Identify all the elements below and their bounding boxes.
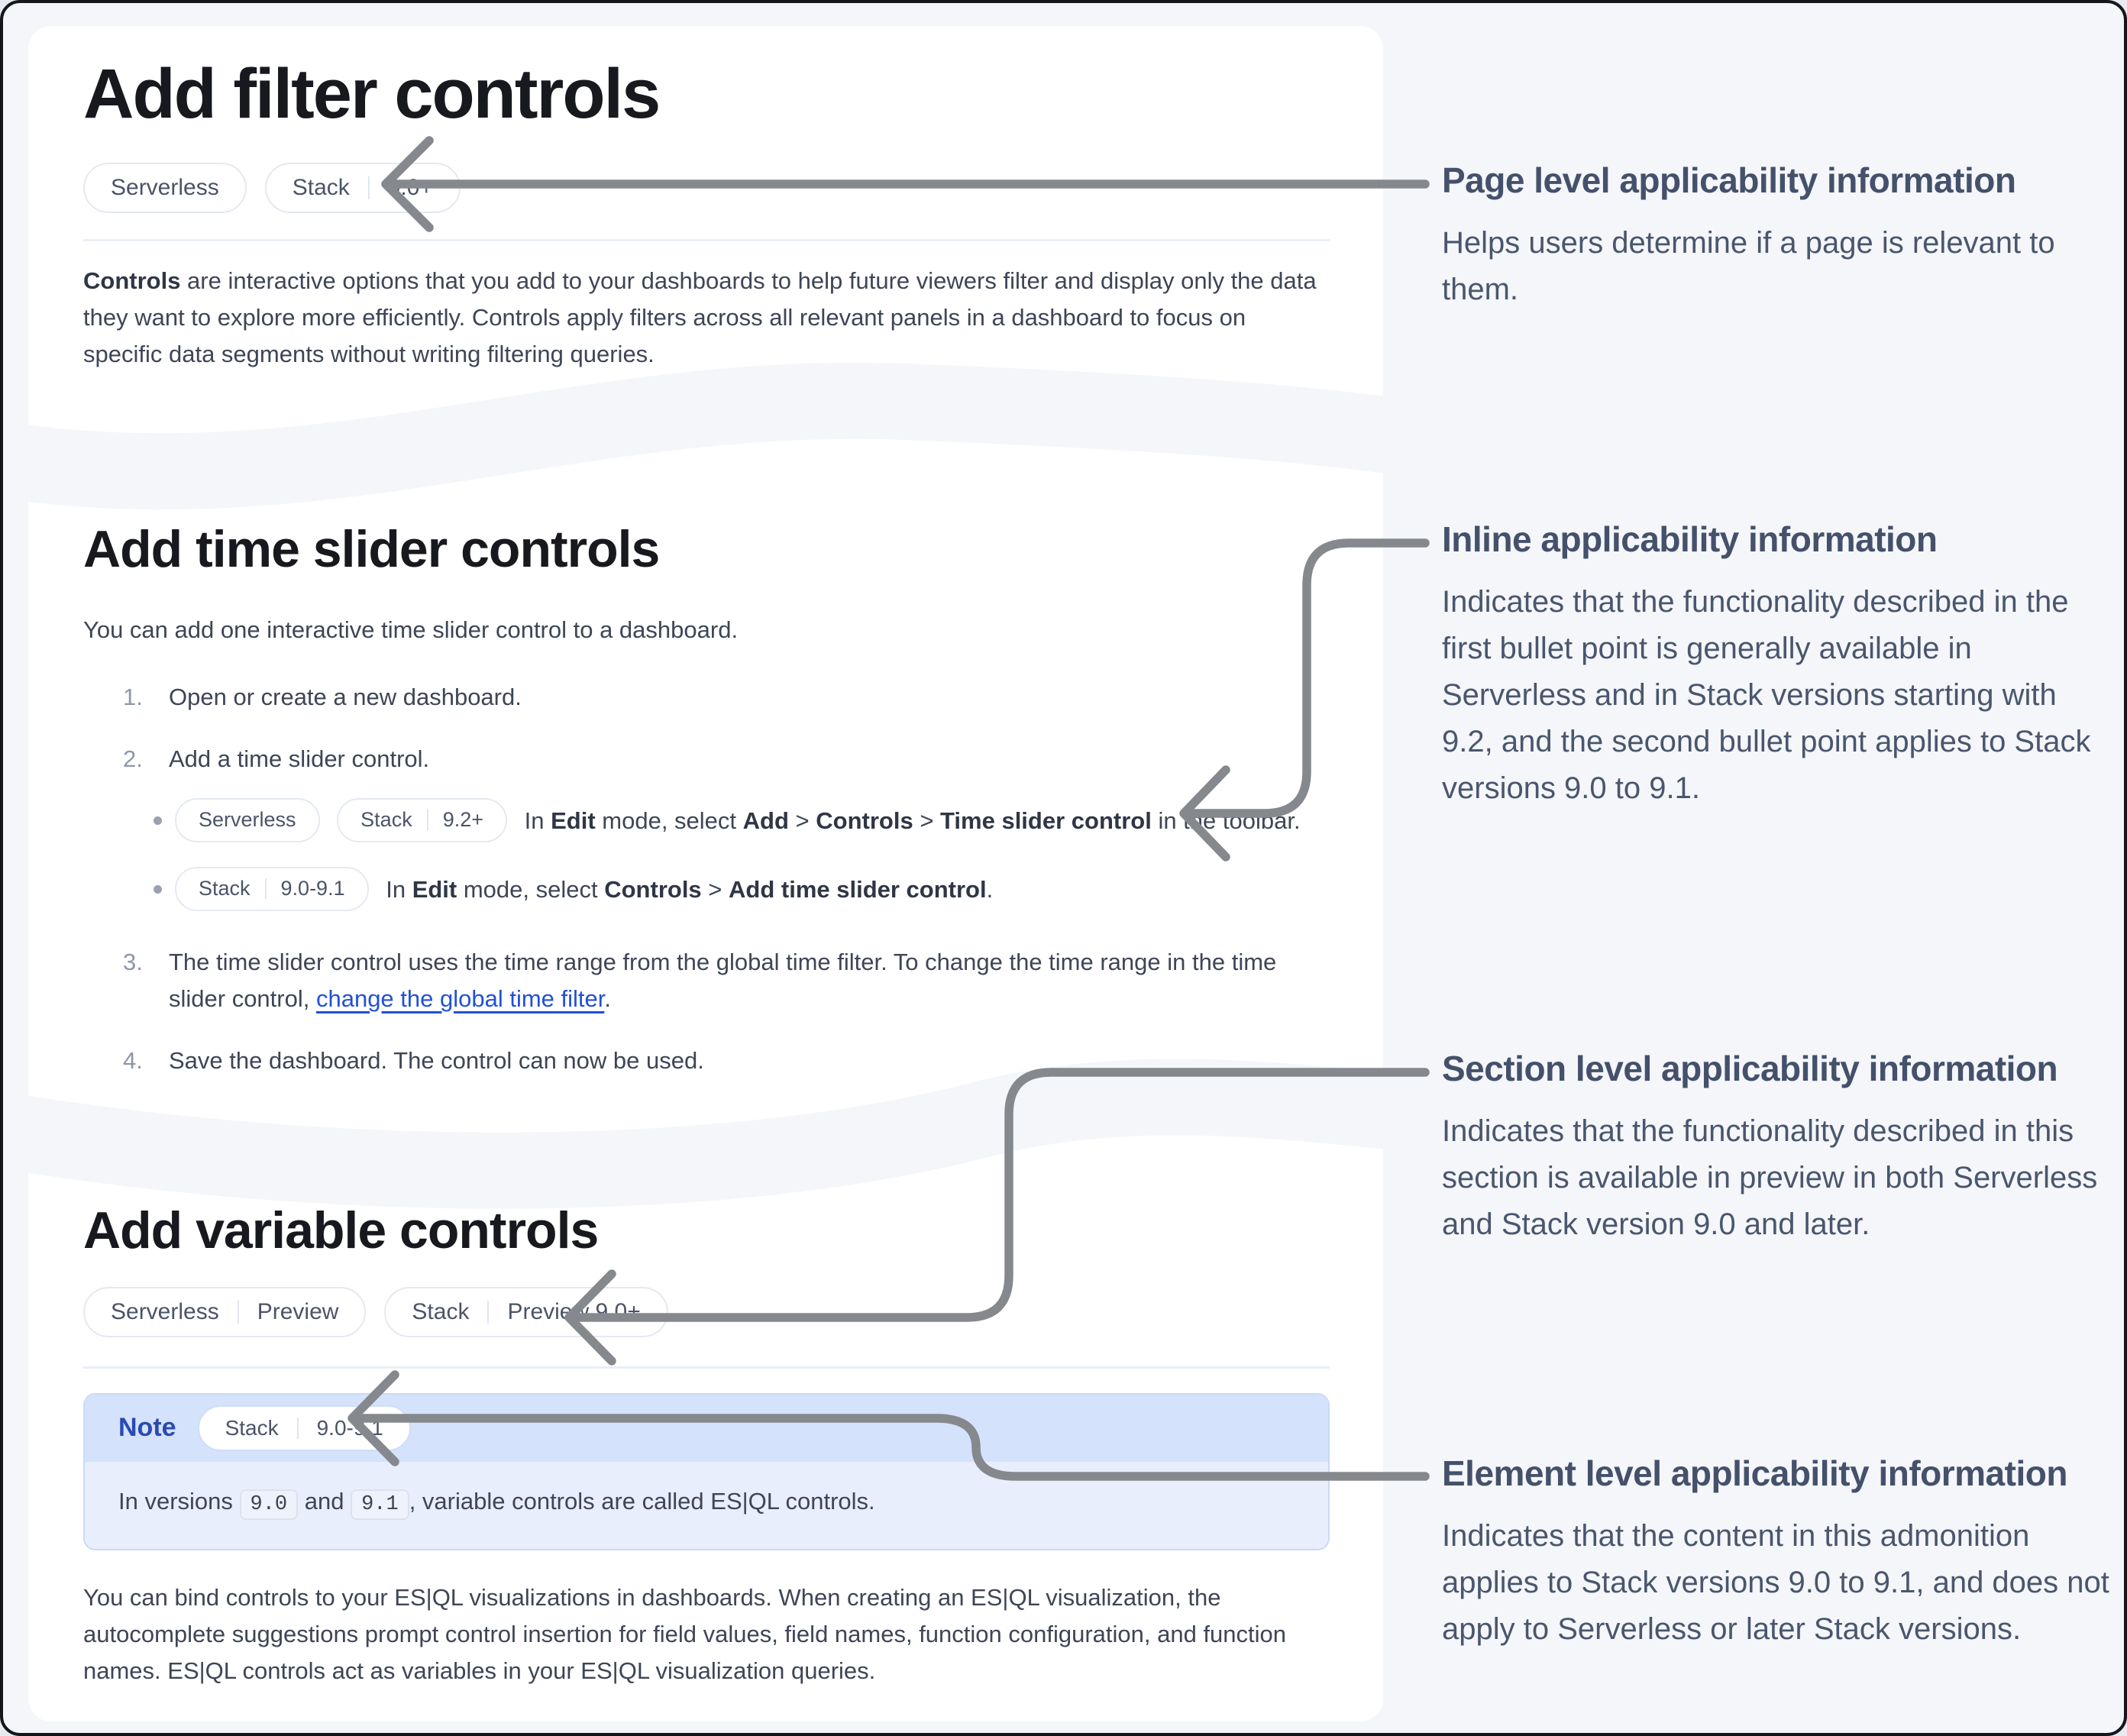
step-2: Add a time slider control. Serverless St… bbox=[83, 741, 1330, 913]
page-applicability-badges: Serverless Stack 9.0+ bbox=[83, 163, 1330, 214]
annotation-element-level-title: Element level applicability information bbox=[1442, 1453, 2067, 1493]
badge-serverless-label: Serverless bbox=[111, 175, 219, 201]
inline-badge-stack-9091-version: 9.0-9.1 bbox=[264, 878, 360, 900]
annotation-element-level-body: Indicates that the content in this admon… bbox=[1442, 1519, 2109, 1646]
step-1: Open or create a new dashboard. bbox=[83, 679, 1330, 716]
annotation-section-level-body: Indicates that the functionality describ… bbox=[1442, 1114, 2098, 1241]
page-title: Add filter controls bbox=[83, 55, 661, 133]
badge-serverless-preview[interactable]: Serverless Preview bbox=[83, 1286, 367, 1337]
step-1-text: Open or create a new dashboard. bbox=[169, 683, 522, 710]
badge-serverless-preview-state: Preview bbox=[237, 1300, 357, 1324]
annotation-inline-level: Inline applicability information Indicat… bbox=[1442, 518, 2114, 812]
badge-stack-label: Stack bbox=[292, 175, 350, 201]
section-add-variable-controls: Add variable controls Serverless Preview… bbox=[83, 1202, 1330, 1689]
version-code-90: 9.0 bbox=[239, 1489, 299, 1520]
add-menu-term: Add bbox=[742, 807, 789, 834]
inline-badge-stack-9091-label: Stack bbox=[199, 877, 251, 900]
note-body-text: In versions bbox=[118, 1487, 240, 1515]
step-3-text: The time slider control uses the time ra… bbox=[169, 948, 1277, 1012]
section-title-time-slider: Add time slider controls bbox=[83, 520, 660, 578]
step-2-text: Add a time slider control. bbox=[169, 745, 430, 772]
change-global-time-filter-link[interactable]: change the global time filter bbox=[315, 984, 605, 1012]
note-admonition: Note Stack 9.0-9.1 In versions 9.0 and 9… bbox=[83, 1392, 1330, 1550]
section-add-time-slider-controls: Add time slider controls You can add one… bbox=[83, 521, 1330, 1104]
badge-stack[interactable]: Stack 9.0+ bbox=[264, 163, 461, 214]
sub-bullet-serverless-stack-92: Serverless Stack 9.2+ In Edit mode, sele… bbox=[154, 797, 1330, 845]
note-badge-stack[interactable]: Stack 9.0-9.1 bbox=[197, 1405, 411, 1451]
step-2-sub-bullets: Serverless Stack 9.2+ In Edit mode, sele… bbox=[154, 797, 1330, 913]
step-3: The time slider control uses the time ra… bbox=[123, 944, 1277, 1012]
edit-mode-term: Edit bbox=[551, 807, 596, 834]
note-admonition-body: In versions 9.0 and 9.1, variable contro… bbox=[85, 1461, 1328, 1549]
annotation-page-level-body: Helps users determine if a page is relev… bbox=[1442, 226, 2055, 306]
time-slider-control-term: Time slider control bbox=[940, 807, 1152, 834]
section-title-variable-controls: Add variable controls bbox=[83, 1201, 599, 1259]
intro-paragraph: Controls are interactive options that yo… bbox=[83, 263, 1330, 373]
section-divider bbox=[83, 239, 1330, 242]
note-badge-stack-label: Stack bbox=[225, 1415, 279, 1440]
badge-serverless[interactable]: Serverless bbox=[83, 163, 247, 214]
annotation-page-level: Page level applicability information Hel… bbox=[1442, 159, 2114, 313]
step-4: Save the dashboard. The control can now … bbox=[83, 1043, 1330, 1079]
badge-stack-preview-label: Stack bbox=[412, 1298, 470, 1324]
sub-bullet-1-text: In bbox=[524, 807, 551, 834]
step-4-text: Save the dashboard. The control can now … bbox=[169, 1046, 704, 1074]
annotation-page-level-title: Page level applicability information bbox=[1442, 160, 2016, 200]
badge-serverless-preview-label: Serverless bbox=[111, 1298, 219, 1324]
controls-term: Controls bbox=[83, 267, 181, 295]
note-admonition-header: Note Stack 9.0-9.1 bbox=[85, 1394, 1328, 1462]
version-code-91: 9.1 bbox=[351, 1489, 409, 1520]
inline-badge-stack-92[interactable]: Stack 9.2+ bbox=[337, 797, 508, 842]
annotation-inline-level-body: Indicates that the functionality describ… bbox=[1442, 585, 2091, 805]
doc-content-card: Add filter controls Serverless Stack 9.0… bbox=[28, 26, 1383, 1721]
annotation-section-level-title: Section level applicability information bbox=[1442, 1049, 2058, 1088]
inline-badge-stack-9091[interactable]: Stack 9.0-9.1 bbox=[175, 866, 369, 911]
time-slider-steps: Open or create a new dashboard. Add a ti… bbox=[83, 679, 1330, 1079]
inline-badge-serverless[interactable]: Serverless bbox=[175, 797, 320, 842]
variable-controls-paragraph: You can bind controls to your ES|QL visu… bbox=[83, 1583, 1287, 1684]
annotation-element-level: Element level applicability information … bbox=[1442, 1452, 2114, 1653]
inline-badge-stack-label: Stack bbox=[360, 808, 412, 832]
section-add-filter-controls: Add filter controls Serverless Stack 9.0… bbox=[83, 55, 1330, 373]
inline-badge-stack-version: 9.2+ bbox=[426, 810, 498, 831]
sub-bullet-stack-90-91: Stack 9.0-9.1 In Edit mode, select Contr… bbox=[154, 866, 1330, 913]
time-slider-intro: You can add one interactive time slider … bbox=[83, 616, 739, 643]
badge-stack-preview-version: Preview 9.0+ bbox=[487, 1300, 658, 1324]
sub-bullet-2-text: In bbox=[386, 875, 412, 903]
inline-badge-serverless-label: Serverless bbox=[199, 808, 296, 832]
intro-paragraph-text: are interactive options that you add to … bbox=[83, 267, 1317, 368]
badge-stack-preview[interactable]: Stack Preview 9.0+ bbox=[384, 1286, 668, 1337]
section-applicability-badges: Serverless Preview Stack Preview 9.0+ bbox=[83, 1286, 1330, 1337]
annotation-section-level: Section level applicability information … bbox=[1442, 1047, 2114, 1248]
annotation-inline-level-title: Inline applicability information bbox=[1442, 519, 1938, 559]
section-divider bbox=[83, 1366, 1330, 1369]
controls-menu-term: Controls bbox=[816, 807, 913, 834]
badge-stack-version: 9.0+ bbox=[367, 176, 451, 200]
note-badge-stack-version: 9.0-9.1 bbox=[296, 1417, 402, 1439]
note-label: Note bbox=[118, 1413, 176, 1443]
